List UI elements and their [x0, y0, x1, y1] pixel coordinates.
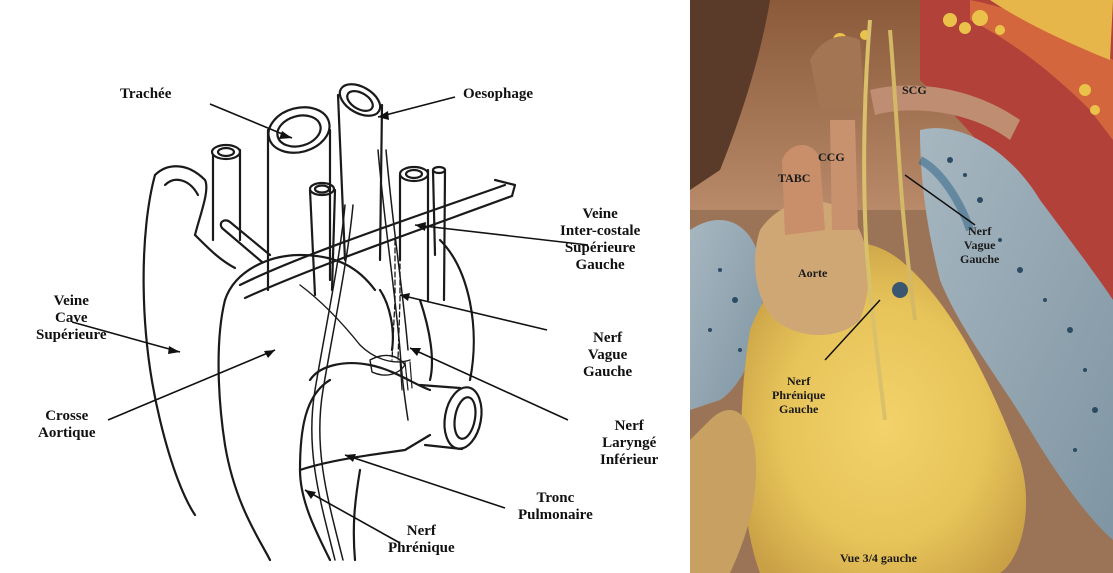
- label-veine-cave: Veine Cave Supérieure: [36, 293, 107, 344]
- label-scg: SCG: [902, 83, 927, 97]
- anatomy-diagram: Trachée Oesophage Veine Inter-costale Su…: [0, 0, 676, 573]
- label-crosse-aortique: Crosse Aortique: [38, 408, 96, 442]
- aortic-arch-shape: [225, 255, 375, 300]
- label-nerf-vague-photo: Nerf Vague Gauche: [960, 224, 999, 266]
- vagus-nerve-shape: [378, 150, 408, 420]
- label-trachee: Trachée: [120, 86, 171, 103]
- label-nerf-phrenique-photo: Nerf Phrénique Gauche: [772, 374, 825, 416]
- label-nerf-vague: Nerf Vague Gauche: [583, 330, 632, 381]
- intercostal-vein-shape: [240, 185, 512, 298]
- label-nerf-phrenique: Nerf Phrénique: [388, 523, 455, 557]
- photo-caption: Vue 3/4 gauche: [840, 551, 917, 565]
- diagram-drawing: [0, 0, 676, 573]
- label-aorte: Aorte: [798, 266, 827, 280]
- label-tronc-pulmonaire: Tronc Pulmonaire: [518, 490, 593, 524]
- label-tabc: TABC: [778, 171, 810, 185]
- label-veine-intercostale: Veine Inter-costale Supérieure Gauche: [560, 206, 640, 274]
- label-nerf-larynge: Nerf Laryngé Inférieur: [600, 418, 658, 469]
- ccg-vessel: [830, 120, 858, 230]
- label-oesophage: Oesophage: [463, 86, 533, 103]
- vena-cava-shape: [144, 175, 195, 515]
- label-ccg: CCG: [818, 150, 845, 164]
- dissection-photo: SCG CCG TABC Aorte Nerf Vague Gauche Ner…: [690, 0, 1113, 573]
